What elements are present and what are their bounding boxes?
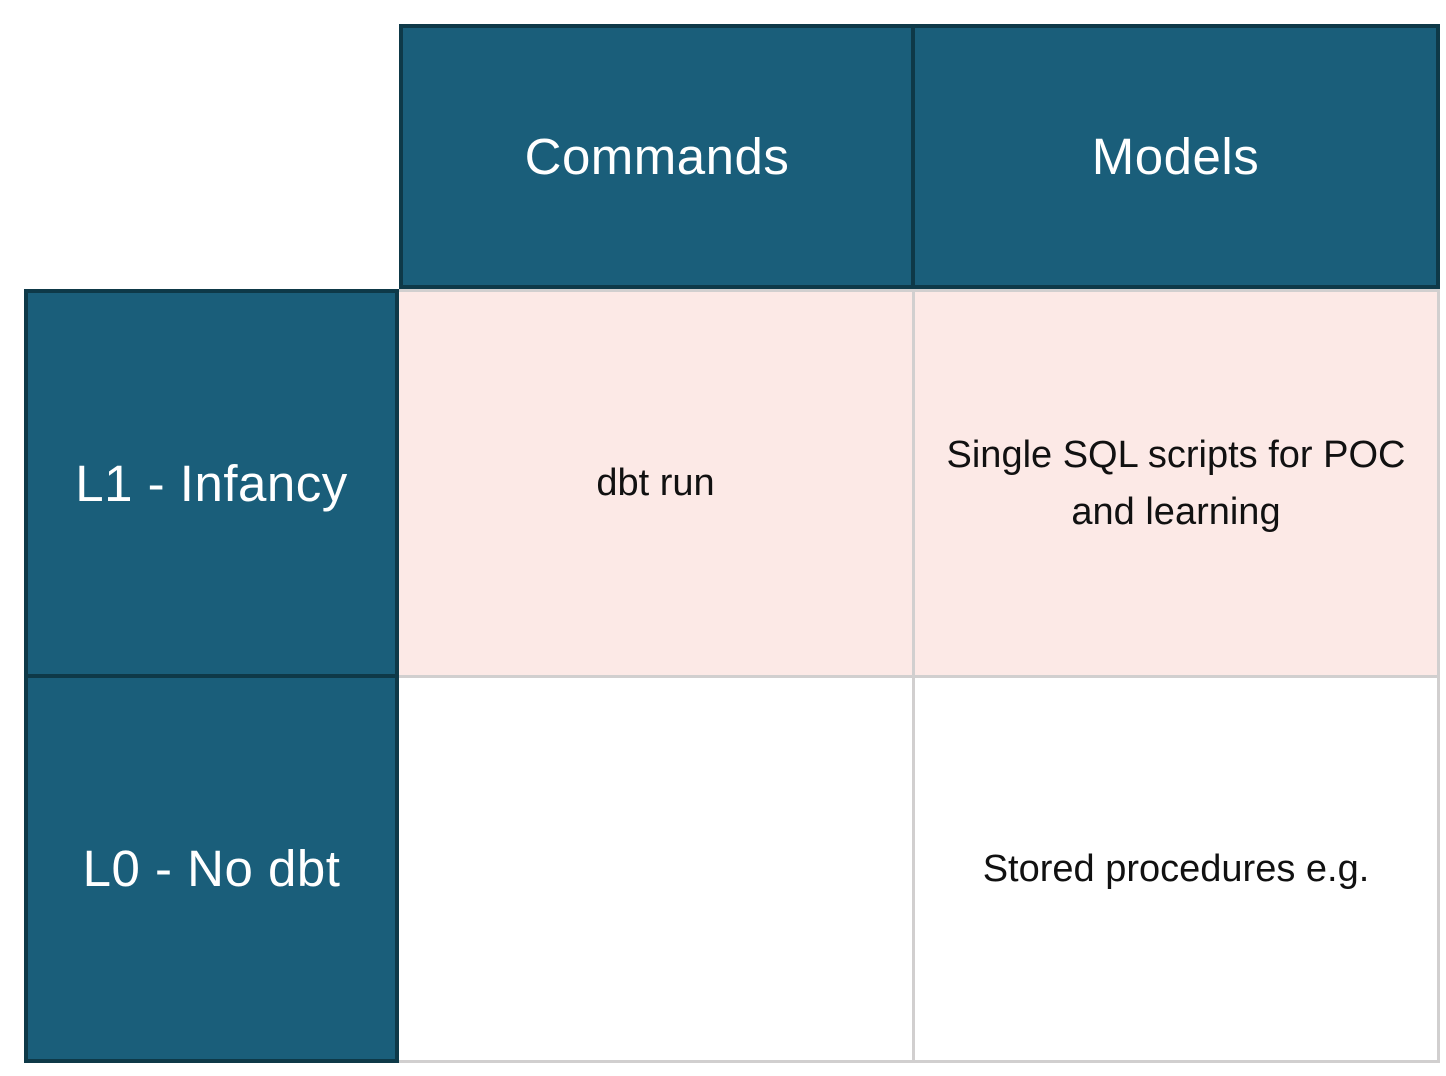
row-header-l1-label: L1 - Infancy [75, 455, 348, 512]
column-header-commands-label: Commands [524, 128, 790, 185]
cell-l0-commands [399, 678, 915, 1063]
row-header-l0-no-dbt: L0 - No dbt [24, 678, 399, 1063]
cell-l1-models-text: Single SQL scripts for POC and learning [946, 433, 1406, 533]
column-header-commands: Commands [399, 24, 915, 289]
cell-l1-commands: dbt run [399, 289, 915, 678]
row-header-l1-infancy: L1 - Infancy [24, 289, 399, 678]
cell-l0-models: Stored procedures e.g. [915, 678, 1440, 1063]
column-header-models: Models [915, 24, 1440, 289]
column-header-models-label: Models [1091, 128, 1260, 185]
cell-l1-models: Single SQL scripts for POC and learning [915, 289, 1440, 678]
row-header-l0-label: L0 - No dbt [82, 840, 341, 897]
cell-l1-commands-text: dbt run [596, 462, 715, 504]
cell-l0-models-text: Stored procedures e.g. [982, 847, 1370, 890]
